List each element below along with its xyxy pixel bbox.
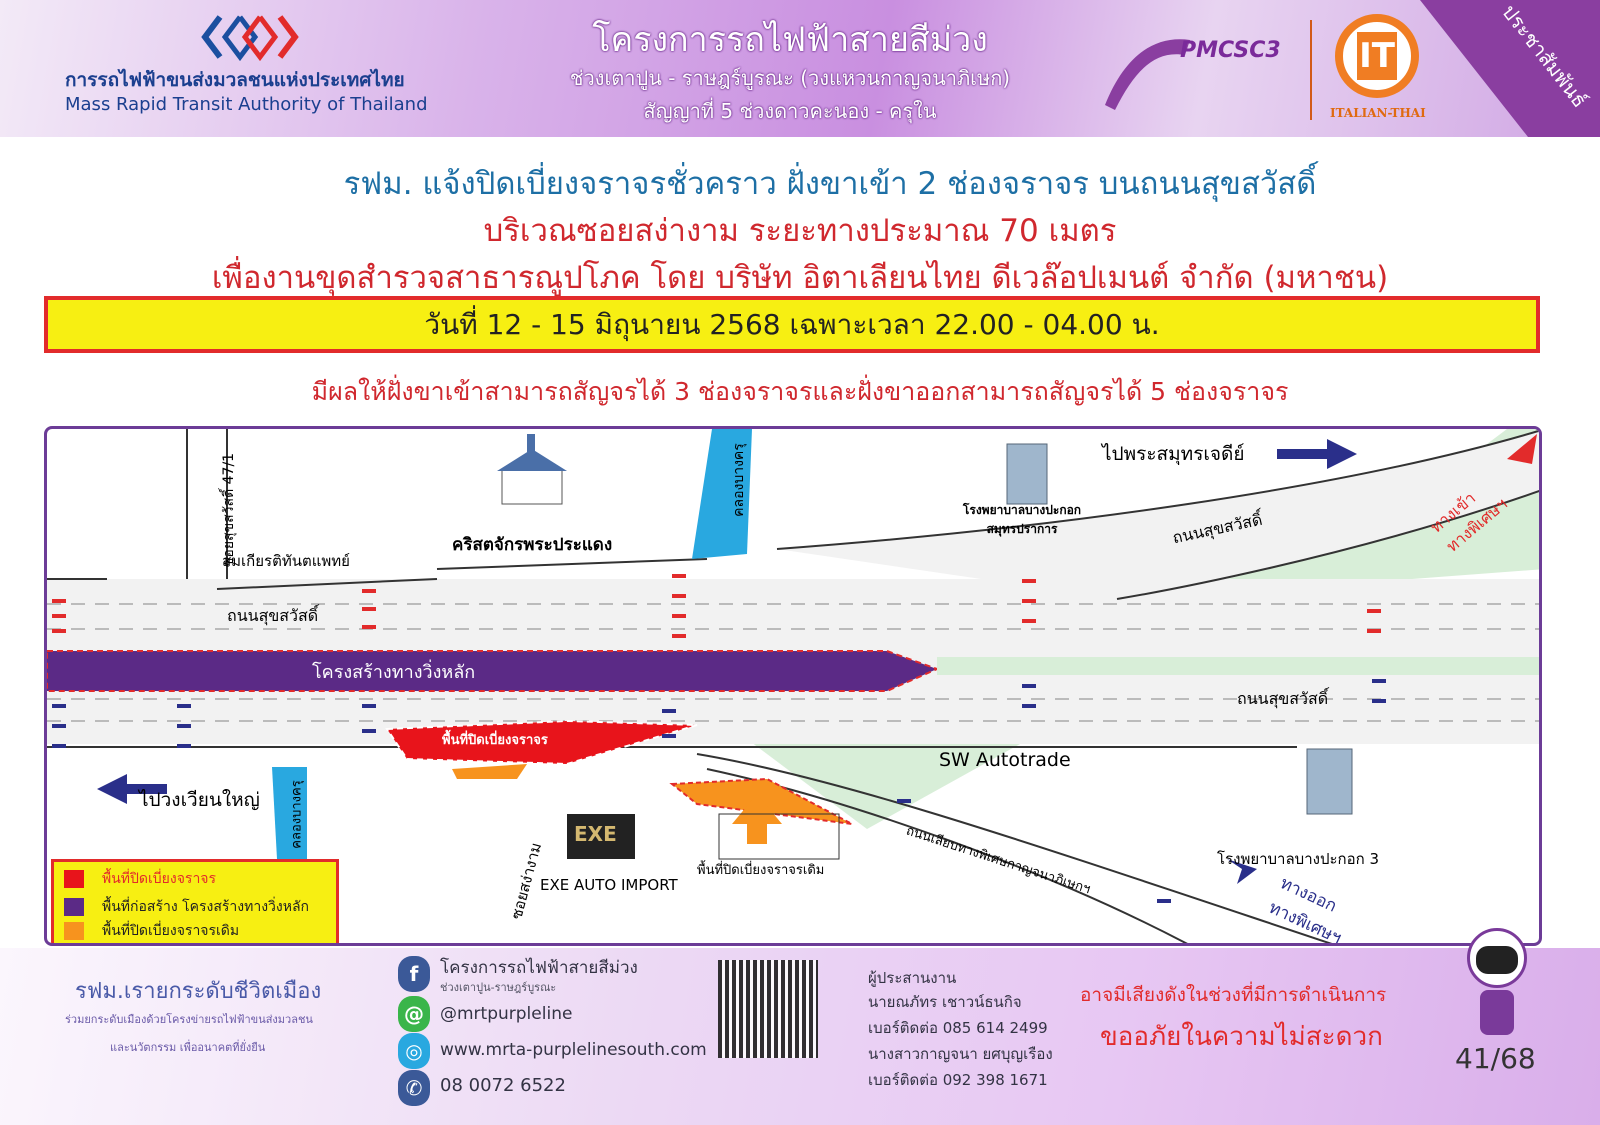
coordinator-title: ผู้ประสานงาน (868, 969, 957, 987)
church-label: คริสตจักรพระประแดง (452, 535, 613, 555)
exe-logo (567, 814, 635, 859)
effect-text: มีผลให้ฝั่งขาเข้าสามารถสัญจรได้ 3 ช่องจร… (311, 377, 1289, 406)
apology-text: ขออภัยในความไม่สะดวก (1100, 1022, 1383, 1052)
notice-line-2: บริเวณซอยสง่างาม ระยะทางประมาณ 70 เมตร (483, 213, 1117, 249)
to-wongwian-label: ไปวงเวียนใหญ่ (139, 789, 260, 811)
train-logo-icon (1105, 39, 1190, 110)
legend-item: พื้นที่ปิดเบี่ยงจราจร (64, 868, 216, 890)
italian-thai-logo: IT (1335, 14, 1419, 98)
exe-label: EXE AUTO IMPORT (540, 876, 678, 894)
arrow-left-icon (97, 774, 167, 804)
contractor-label: ITALIAN-THAI (1330, 106, 1426, 120)
globe-icon[interactable]: ◎ (398, 1033, 430, 1069)
sw-autotrade-label: SW Autotrade (939, 749, 1071, 771)
line-icon[interactable]: @ (398, 996, 430, 1032)
hospital-icon (1006, 443, 1048, 505)
org-name-th: การรถไฟฟ้าขนส่งมวลชนแห่งประเทศไทย (65, 69, 405, 91)
project-title: โครงการรถไฟฟ้าสายสีม่วง (592, 20, 988, 60)
road-label-right: ถนนสุขสวัสดิ์ (1237, 689, 1329, 708)
hospital-icon (1306, 748, 1353, 815)
arrow-right-icon (1277, 439, 1357, 469)
facebook-sub: ช่วงเตาปูน-ราษฎร์บูรณะ (440, 981, 557, 994)
canal-label-bottom: คลองบางครุ (289, 780, 305, 849)
mrta-logo-icon (201, 15, 299, 62)
line-id[interactable]: @mrtpurpleline (440, 1004, 573, 1024)
pr-corner: ประชาสัมพันธ์ (1420, 0, 1600, 137)
to-phra-samut-label: ไปพระสมุทรเจดีย์ (1102, 443, 1245, 465)
footer: รฟม.เรายกระดับชีวิตเมือง ร่วมยกระดับเมือ… (0, 928, 1600, 1125)
road-label-left: ถนนสุขสวัสดิ์ (227, 606, 319, 625)
facebook-icon[interactable]: f (398, 956, 430, 992)
mascot-icon (1462, 918, 1532, 1038)
org-name-en: Mass Rapid Transit Authority of Thailand (65, 94, 428, 115)
divider (1310, 20, 1312, 120)
hospital3-label: โรงพยาบาลบางปะกอก 3 (1217, 850, 1380, 868)
slogan: รฟม.เรายกระดับชีวิตเมือง (75, 979, 322, 1004)
map-legend: พื้นที่ปิดเบี่ยงจราจร พื้นที่ก่อสร้าง โค… (51, 859, 339, 943)
legend-item: พื้นที่ปิดเบี่ยงจราจรเดิม (64, 920, 239, 942)
facebook-name[interactable]: โครงการรถไฟฟ้าสายสีม่วง (440, 958, 638, 978)
coordinator-1: นายณภัทร เชาวน์ธนกิจ (868, 993, 1022, 1011)
phone-number: 08 0072 6522 (440, 1075, 566, 1096)
hospital-label: โรงพยาบาลบางปะกอก สมุทรปราการ (962, 503, 1082, 536)
qr-code[interactable] (718, 960, 818, 1058)
arrow-up-icon (732, 794, 782, 844)
exe-logo-text: EXE (574, 822, 617, 846)
closed-area-label: พื้นที่ปิดเบี่ยงจราจร (442, 733, 548, 748)
header-banner: การรถไฟฟ้าขนส่งมวลชนแห่งประเทศไทย Mass R… (0, 0, 1600, 137)
slogan-sub-2: และนวัตกรรม เพื่ออนาคตที่ยั่งยืน (110, 1041, 266, 1054)
structure-label: โครงสร้างทางวิ่งหลัก (312, 662, 476, 683)
dental-clinic-label: สมเกียรติทันตแพทย์ (222, 552, 350, 570)
website-link[interactable]: www.mrta-purplelinesouth.com (440, 1040, 707, 1060)
coordinator-2-phone: เบอร์ติดต่อ 092 398 1671 (868, 1071, 1048, 1089)
old-closed-label: พื้นที่ปิดเบี่ยงจราจรเดิม (697, 863, 825, 878)
pmc-logo: PMCSC3 (1180, 38, 1281, 63)
slogan-sub-1: ร่วมยกระดับเมืองด้วยโครงข่ายรถไฟฟ้าขนส่ง… (65, 1013, 313, 1026)
legend-item: พื้นที่ก่อสร้าง โครงสร้างทางวิ่งหลัก (64, 896, 309, 918)
noise-warning: อาจมีเสียงดังในช่วงที่มีการดำเนินการ (1080, 984, 1387, 1006)
coordinator-2: นางสาวกาญจนา ยศบุญเรือง (868, 1045, 1053, 1063)
coordinator-1-phone: เบอร์ติดต่อ 085 614 2499 (868, 1019, 1048, 1037)
project-contract: สัญญาที่ 5 ช่วงดาวคะนอง - ครุใน (643, 99, 937, 123)
date-banner: วันที่ 12 - 15 มิถุนายน 2568 เฉพาะเวลา 2… (44, 296, 1540, 353)
notice-line-3: เพื่องานขุดสำรวจสาธารณูปโภค โดย บริษัท อ… (211, 260, 1389, 296)
canal-label: คลองบางครุ (730, 443, 747, 517)
page-number: 41/68 (1455, 1042, 1536, 1075)
road-diagram (47, 429, 1539, 943)
project-section: ช่วงเตาปูน - ราษฎร์บูรณะ (วงแหวนกาญจนาภิ… (569, 66, 1011, 90)
traffic-map: ซอยสุขสวัสดิ์ 47/1 สมเกียรติทันตแพทย์ คร… (44, 426, 1542, 946)
church-icon (497, 434, 567, 505)
notice-line-1: รฟม. แจ้งปิดเบี่ยงจราจรชั่วคราว ฝั่งขาเข… (343, 166, 1317, 202)
phone-icon[interactable]: ✆ (398, 1070, 430, 1106)
